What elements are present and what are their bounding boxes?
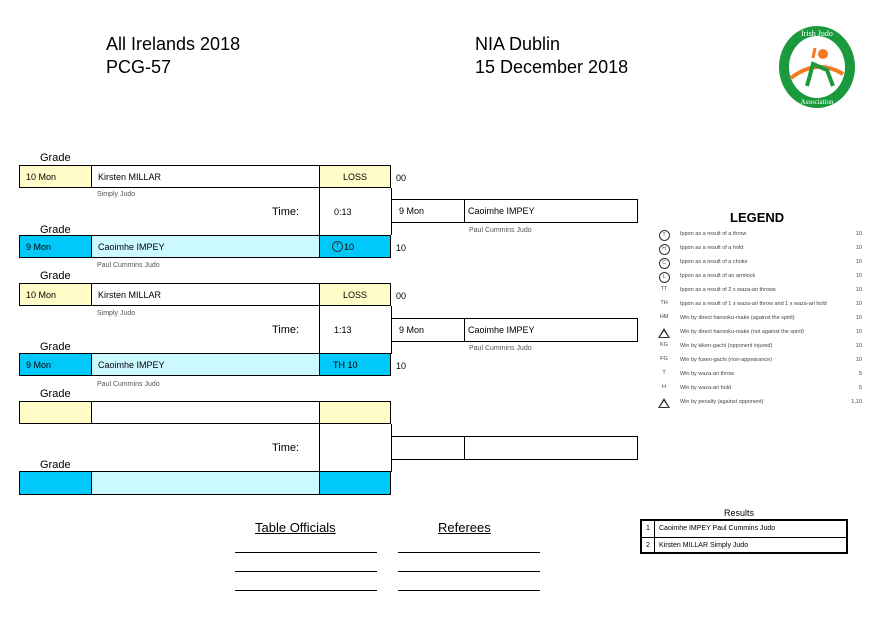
- legend-item: TT Ippon as a result of 2 x waza-ari thr…: [660, 286, 862, 293]
- grade-label: Grade: [40, 459, 71, 471]
- armlock-icon: L: [658, 272, 670, 283]
- signature-line: [235, 590, 377, 591]
- time-label: Time:: [272, 442, 300, 454]
- fighter-b-score: 10: [396, 361, 407, 371]
- legend-item: FG Win by fusen-gachi (non-appearance)10: [660, 356, 862, 363]
- grade-label: Grade: [40, 152, 71, 164]
- fighter-b-result: [319, 471, 391, 495]
- match-time: 1:13: [334, 325, 352, 335]
- grade-label: Grade: [40, 388, 71, 400]
- winner-grade: 9 Mon: [399, 325, 425, 335]
- grade-label: Grade: [40, 270, 71, 282]
- hold-icon: H: [658, 244, 670, 255]
- choke-icon: C: [658, 258, 670, 269]
- throw-icon: T: [332, 241, 343, 252]
- signature-line: [398, 590, 540, 591]
- fighter-a-result: [319, 401, 391, 424]
- referees-heading: Referees: [438, 520, 491, 535]
- logo-top-text: Irish Judo: [801, 29, 833, 38]
- irish-judo-association-logo: Irish Judo Association: [777, 24, 857, 110]
- legend-title: LEGEND: [730, 210, 785, 225]
- winner-club: Paul Cummins Judo: [469, 345, 532, 352]
- fighter-a-score: 00: [396, 173, 407, 183]
- fighter-b-grade: 9 Mon: [19, 353, 92, 376]
- bracket-divider: [319, 188, 320, 235]
- winner-box: [391, 436, 638, 460]
- fighter-b-name: Caoimhe IMPEY: [91, 353, 320, 376]
- time-label: Time:: [272, 206, 300, 218]
- signature-line: [398, 552, 540, 553]
- fighter-a-result: LOSS: [319, 283, 391, 306]
- signature-line: [235, 571, 377, 572]
- fighter-b-result: TH 10: [319, 353, 391, 376]
- results-row: 1 Caoimhe IMPEY Paul Cummins Judo: [642, 521, 846, 538]
- time-label: Time:: [272, 324, 300, 336]
- fighter-b-grade: [19, 471, 92, 495]
- category-label: PCG-57: [106, 57, 172, 77]
- fighter-a-name: Kirsten MILLAR: [91, 165, 320, 188]
- fighter-a-grade: [19, 401, 92, 424]
- fighter-b-result: T 10: [319, 235, 391, 258]
- winner-box: 9 Mon Caoimhe IMPEY: [391, 199, 638, 223]
- results-title: Results: [724, 508, 755, 518]
- fighter-a-result: LOSS: [319, 165, 391, 188]
- grade-label: Grade: [40, 341, 71, 353]
- winner-grade: 9 Mon: [399, 206, 425, 216]
- venue-label: NIA Dublin: [475, 34, 561, 54]
- grade-label: Grade: [40, 224, 71, 236]
- fighter-b-score: 10: [396, 243, 407, 253]
- fighter-a-name: [91, 401, 320, 424]
- throw-icon: T: [658, 230, 670, 241]
- fighter-b-club: Paul Cummins Judo: [97, 381, 160, 388]
- signature-line: [235, 552, 377, 553]
- table-officials-heading: Table Officials: [255, 520, 336, 535]
- bracket-divider: [319, 424, 320, 472]
- signature-line: [398, 571, 540, 572]
- winner-club: Paul Cummins Judo: [469, 227, 532, 234]
- winner-name: Caoimhe IMPEY: [468, 325, 535, 335]
- results-table: 1 Caoimhe IMPEY Paul Cummins Judo 2 Kirs…: [640, 519, 848, 554]
- legend-item: TH Ippon as a result of 1 x waza-ari thr…: [660, 300, 862, 307]
- fighter-a-club: Simply Judo: [97, 310, 136, 317]
- match-time: 0:13: [334, 207, 352, 217]
- date-label: 15 December 2018: [475, 57, 629, 77]
- winner-name: Caoimhe IMPEY: [468, 206, 535, 216]
- legend-item: Win by direct hansoku-make (not against …: [657, 327, 862, 339]
- winner-box: 9 Mon Caoimhe IMPEY: [391, 318, 638, 342]
- legend-item: HM Win by direct hansoku-make (against t…: [659, 314, 862, 321]
- fighter-a-name: Kirsten MILLAR: [91, 283, 320, 306]
- legend-item: KG Win by kiken-gachi (opponent injured)…: [660, 342, 862, 349]
- hansoku-make-triangle-icon: [658, 328, 670, 338]
- bracket-divider: [319, 306, 320, 354]
- fighter-b-name: Caoimhe IMPEY: [91, 235, 320, 258]
- fighter-b-club: Paul Cummins Judo: [97, 262, 160, 269]
- fighter-b-grade: 9 Mon: [19, 235, 92, 258]
- fighter-a-grade: 10 Mon: [19, 283, 92, 306]
- fighter-b-name: [91, 471, 320, 495]
- results-row: 2 Kirsten MILLAR Simply Judo: [642, 538, 846, 554]
- fighter-a-club: Simply Judo: [97, 191, 136, 198]
- fighter-a-grade: 10 Mon: [19, 165, 92, 188]
- fighter-a-score: 00: [396, 291, 407, 301]
- event-title: All Irelands 2018: [106, 34, 241, 54]
- logo-bottom-text: Association: [800, 98, 834, 106]
- legend-item: Win by penalty (against opponent)1,10: [657, 397, 862, 409]
- penalty-triangle-icon: [658, 398, 670, 408]
